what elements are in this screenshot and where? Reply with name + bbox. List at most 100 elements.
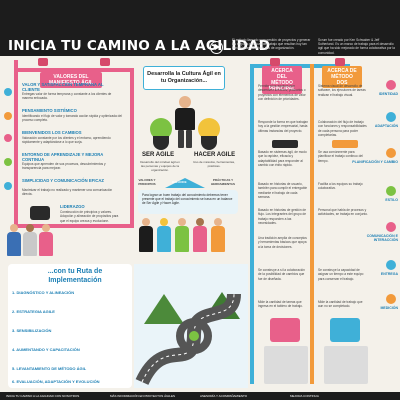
method-two-tag: ACERCA DE MÉTODO DOS [322, 66, 362, 88]
page-title: INICIA TU CAMINO A LA AGILIDAD [8, 38, 271, 54]
footer-item[interactable]: MÁS INFORMACIÓN EN PROYECTOS ÁGILES [110, 393, 175, 398]
delivery-icon [386, 260, 396, 270]
method-one-text: Basado en sistemas ágil, de modo que la … [258, 150, 307, 167]
method-one-text: Responde la forma en que trabajan hoy a … [258, 120, 308, 133]
route-title-1: ...con tu Ruta de [47, 268, 103, 275]
kanban-board-icon [264, 346, 308, 384]
route-step: 2. ESTRATEGIA AGILE [12, 309, 55, 314]
right-label: COMUNICACIÓN E INTERACCIÓN [366, 234, 398, 242]
road-roundabout [176, 318, 212, 354]
leader-icon [30, 206, 50, 220]
header-bar: INICIA TU CAMINO A LA AGILIDAD El método… [0, 0, 400, 56]
communication-icon [386, 222, 396, 232]
block-title: LIDERAZGO [60, 204, 85, 209]
hacer-agile-sub: Uso de métodos, herramientas, prácticas. [193, 160, 235, 168]
method-two-text: Personal que habla de procesos y activid… [318, 208, 368, 217]
method-one-text: Basado en historias de gestión de flujo.… [258, 208, 307, 225]
adaptation-icon [386, 112, 396, 122]
balance-triangle [165, 178, 205, 188]
team-icon [270, 318, 300, 342]
team-icon [330, 318, 360, 342]
route-step: 1. DIAGNÓSTICO Y ALINEACIÓN [12, 290, 75, 295]
method-one-tag: ACERCA DEL MÉTODO PRINCIPAL [262, 66, 302, 94]
block-text: Valoración constante por los clientes y … [22, 136, 111, 145]
heart-icon [4, 88, 12, 96]
roundabout-center [189, 331, 199, 341]
pipe-segment [14, 68, 18, 228]
footer-item[interactable]: INICIA TU CAMINO A LA AGILIDAD CON NOSOT… [6, 393, 80, 398]
ser-agile-sub: Desarrollo del mindset ágil en las perso… [140, 160, 180, 172]
pipe-segment [250, 64, 254, 384]
coins-icon [198, 118, 220, 140]
block-title: BIENVENIDOS LOS CAMBIOS [22, 130, 82, 135]
route-step: 4. AUMENTANDO Y CAPACITACIÓN [12, 347, 80, 352]
pipe-segment [14, 224, 134, 228]
pipe-segment [14, 68, 134, 72]
quote-text: Para lograr un buen trabajo del conocimi… [142, 193, 233, 206]
route-title-2: Implementación [48, 277, 102, 284]
agile-leader-figure [170, 96, 200, 154]
header-blurb-secondary: Scrum fue creado por Ken Schwaber & Jeff… [318, 38, 395, 55]
pipe-segment [130, 68, 134, 228]
right-label: IDENTIDAD [378, 92, 398, 96]
route-road [134, 264, 248, 388]
method-two-text: Se usa comúnmente para planificar el tra… [318, 150, 363, 163]
refresh-icon [4, 134, 12, 142]
ser-agile-label: SER AGILE [142, 152, 175, 158]
right-label: ADAPTACIÓN [374, 124, 398, 128]
board-icon [332, 140, 358, 148]
header-blurb: El método llamado para gestión de proyec… [232, 38, 311, 51]
right-label: ENTREGA [380, 272, 398, 276]
scrum-board-icon [324, 346, 368, 384]
block-text: Equipos que aprenden de sus procesos, de… [22, 162, 106, 171]
faucet-icon [38, 58, 48, 66]
route-step: 5. LEVANTAMIENTO DE MÉTODO ÁGIL [12, 366, 87, 371]
block-text: Entregas valor de forma temprana y const… [22, 92, 112, 101]
right-label: MEDICIÓN [380, 306, 399, 310]
method-two-text: Colaboración del flujo de trabajo con fu… [318, 120, 367, 137]
pot-icon [201, 136, 217, 150]
brain-icon [4, 112, 12, 120]
practicas-label: PRÁCTICAS Y HERRAMIENTAS [211, 178, 235, 186]
method-two-text: Mide la cantidad de trabajo que aun no s… [318, 300, 363, 309]
block-text: Identificando el flujo de valor y tomand… [22, 114, 122, 123]
faucet-icon [100, 58, 110, 66]
block-title: PENSAMIENTO SISTÉMICO [22, 108, 77, 113]
method-one-text: Mide la cantidad de tareas que ingresa e… [258, 300, 303, 309]
route-step: 6. EVALUACIÓN, ADAPTACIÓN Y EVOLUCIÓN [12, 379, 100, 384]
chat-icon [4, 182, 12, 190]
right-label: ESTILO [385, 198, 398, 202]
footer-bar: INICIA TU CAMINO A LA AGILIDAD CON NOSOT… [0, 392, 400, 400]
route-step: 3. SENSIBILIZACIÓN [12, 328, 52, 333]
pipe-segment [14, 60, 18, 72]
balance-label: BALANCE [172, 180, 187, 184]
manifesto-tag: VALORES DEL MANIFIESTO ÁGIL [40, 72, 102, 88]
quote-box: Para lograr un buen trabajo del conocimi… [138, 190, 238, 214]
tree-icon [144, 294, 184, 324]
method-two-text: Se construye la capacidad de asignar un … [318, 268, 364, 281]
footer-item[interactable]: MEJORA CONTINUA [290, 393, 319, 398]
method-two-text: Sistema visual de desarrollo de software… [318, 84, 366, 97]
method-one-text: Una tradición amplia de conceptos y herr… [258, 236, 307, 249]
route-panel [8, 264, 132, 388]
block-title: VALOR Y SATISFACCIÓN TEMPRANA AL CLIENTE [22, 82, 104, 92]
planning-icon [386, 148, 396, 158]
footer-item[interactable]: ASESORÍA Y ACOMPAÑAMIENTO [200, 393, 248, 398]
method-two-text: Facilita a los equipos su trabajo colabo… [318, 182, 363, 191]
block-title: ENTORNO DE APRENDIZAJE Y MEJORA CONTINUA [22, 152, 104, 162]
gears-icon [272, 140, 298, 148]
pipe-segment [310, 64, 314, 384]
book-icon [4, 158, 12, 166]
play-icon [210, 41, 223, 54]
team-group [6, 224, 126, 258]
measurement-icon [386, 294, 396, 304]
identity-icon [386, 80, 396, 90]
route-steps: 1. DIAGNÓSTICO Y ALINEACIÓN 2. ESTRATEGI… [12, 290, 128, 384]
hacer-agile-label: HACER AGILE [194, 152, 236, 158]
pot-icon [153, 136, 169, 150]
style-icon [386, 186, 396, 196]
method-one-text: Permite a los equipos que desarrollen se… [258, 84, 306, 101]
block-text: Construcción de principios y valores. Ad… [60, 210, 119, 223]
plant-icon [150, 118, 172, 140]
faucet-icon [335, 58, 345, 66]
